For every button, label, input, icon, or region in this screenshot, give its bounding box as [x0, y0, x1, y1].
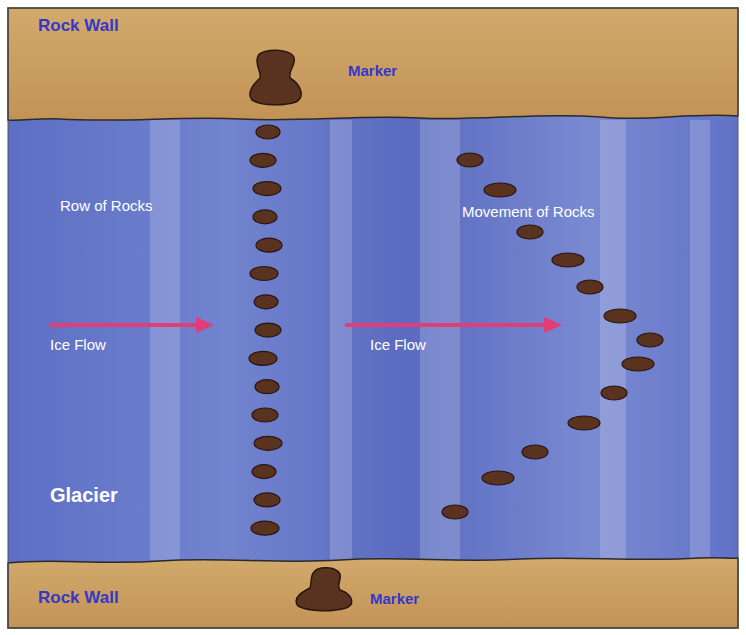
rock [250, 267, 278, 281]
rock [484, 183, 516, 197]
rock [253, 210, 277, 224]
rock-wall-bottom [8, 558, 738, 628]
marker-label: Marker [348, 62, 397, 79]
rock [250, 153, 276, 167]
flow-label: Ice Flow [50, 336, 106, 353]
movement-label: Movement of Rocks [462, 203, 595, 220]
rock [442, 505, 468, 519]
rock [252, 408, 278, 422]
glacier-band: Row of Rocks Movement of RocksIce Flow Ice… [8, 118, 738, 560]
rock [249, 351, 277, 365]
rock [604, 309, 636, 323]
marker-rock-top [250, 50, 301, 105]
rock [601, 386, 627, 400]
rock [517, 225, 543, 239]
rock-wall-band: Rock WallMarker [8, 8, 738, 118]
rock [254, 295, 278, 309]
rock [255, 323, 281, 337]
rock [552, 253, 584, 267]
rock [255, 380, 279, 394]
wall-label: Rock Wall [38, 16, 119, 36]
ice-flow-arrow [50, 317, 214, 333]
rock [637, 333, 663, 347]
glacier-ice [8, 8, 738, 628]
rock [256, 125, 280, 139]
rock [251, 521, 279, 535]
glacier-label: Glacier [50, 484, 118, 507]
frame [8, 8, 738, 628]
rock [522, 445, 548, 459]
rock-wall-top [8, 8, 738, 120]
rock [482, 471, 514, 485]
rock [254, 493, 280, 507]
ice-flow-arrow [345, 317, 562, 333]
rock [253, 182, 281, 196]
row-label: Row of Rocks [60, 197, 153, 214]
flow-label: Ice Flow [370, 336, 426, 353]
rock-rows [249, 125, 663, 535]
rock [252, 465, 276, 479]
marker-label: Marker [370, 590, 419, 607]
rock [622, 357, 654, 371]
marker-rock-bottom [296, 568, 351, 611]
rock [577, 280, 603, 294]
rock-wall-band: Rock Wall Marker [8, 562, 738, 628]
rock [457, 153, 483, 167]
rock [256, 238, 282, 252]
rock [568, 416, 600, 430]
ice-streaks [150, 120, 710, 560]
wall-label: Rock Wall [38, 588, 119, 608]
rock [254, 436, 282, 450]
